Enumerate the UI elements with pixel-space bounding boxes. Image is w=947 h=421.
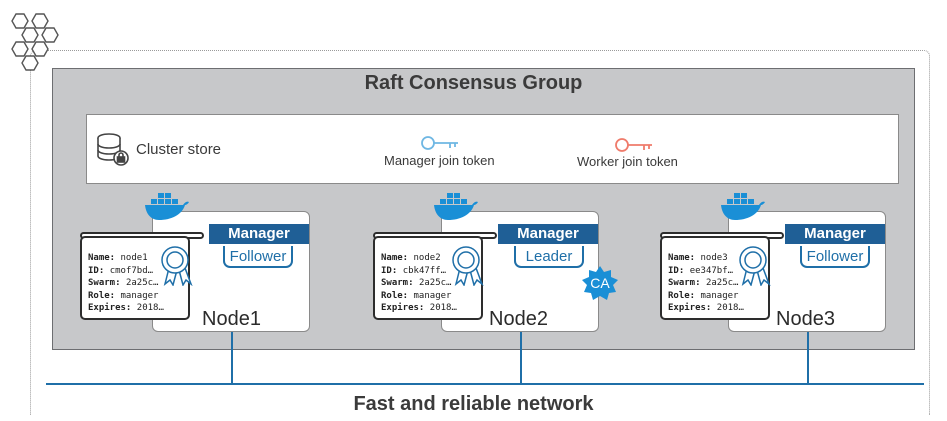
role-follower: Follower <box>223 246 293 268</box>
node3-name: Node3 <box>776 308 835 330</box>
cluster-store-label: Cluster store <box>136 141 222 158</box>
cluster-store-panel <box>86 114 899 184</box>
node2-network-link <box>520 332 522 384</box>
manager-join-token-label: Manager join token <box>384 153 495 168</box>
database-lock-icon <box>97 133 129 166</box>
manager-badge: Manager <box>785 224 885 244</box>
swarm-hexagons-icon <box>11 13 59 71</box>
node3-network-link <box>807 332 809 384</box>
worker-join-token-label: Worker join token <box>577 154 678 169</box>
worker-key-icon <box>615 138 652 152</box>
certificate-seal-icon <box>161 246 193 286</box>
network-bus <box>46 383 924 385</box>
raft-group-title: Raft Consensus Group <box>364 72 583 94</box>
manager-badge: Manager <box>209 224 309 244</box>
docker-whale-icon <box>434 193 478 220</box>
certificate-seal-icon <box>739 246 771 286</box>
network-title: Fast and reliable network <box>353 393 594 415</box>
node1-network-link <box>231 332 233 384</box>
swarm-boundary <box>30 50 930 415</box>
role-follower: Follower <box>800 246 870 268</box>
role-leader: Leader <box>514 246 584 268</box>
certificate-seal-icon <box>452 246 484 286</box>
node1-name: Node1 <box>202 308 261 330</box>
ca-star-icon <box>582 266 618 300</box>
docker-whale-icon <box>145 193 189 220</box>
ca-label: CA <box>590 275 610 291</box>
manager-key-icon <box>421 136 458 150</box>
node2-name: Node2 <box>489 308 548 330</box>
docker-whale-icon <box>721 193 765 220</box>
manager-badge: Manager <box>498 224 598 244</box>
